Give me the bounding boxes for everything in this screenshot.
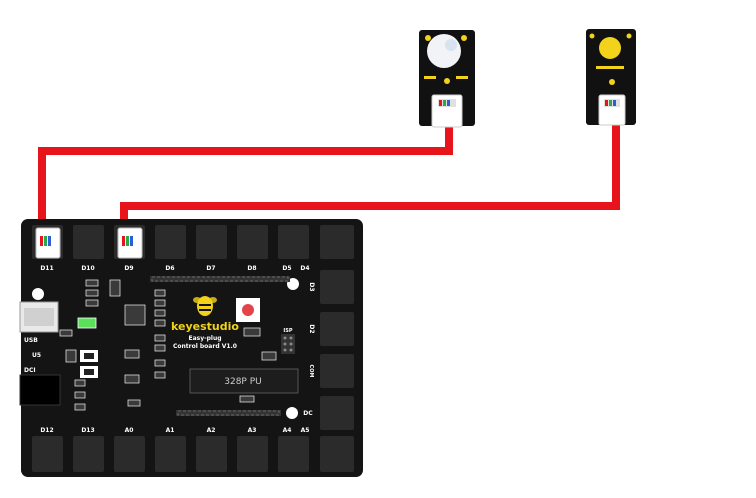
mounting-hole — [286, 407, 298, 419]
keyestudio-logo-icon — [193, 296, 217, 316]
port-label-d7: D7 — [206, 265, 215, 272]
board-labels: keyestudio Easy-plug Control board V1.0 … — [24, 265, 315, 434]
brand-label: keyestudio — [171, 320, 239, 333]
port-label-d11: D11 — [40, 265, 53, 272]
port-label-d8: D8 — [247, 265, 256, 272]
header-top — [150, 276, 290, 282]
dci-label: DCI — [24, 367, 36, 374]
isp-header — [281, 334, 295, 354]
right-ports — [320, 270, 354, 430]
port-label-a3: A3 — [248, 427, 257, 434]
usb-connector — [19, 301, 59, 333]
regulators — [80, 350, 98, 378]
port-label-d6: D6 — [165, 265, 174, 272]
port-label-d3: D3 — [308, 282, 315, 291]
sensor-module-left — [419, 30, 475, 128]
port-label-a5: A5 — [301, 427, 310, 434]
port-label-dc: DC — [303, 410, 313, 417]
mounting-hole — [32, 288, 44, 300]
dc-jack — [19, 374, 61, 406]
port-label-d5: D5 — [282, 265, 291, 272]
port-label-a1: A1 — [166, 427, 175, 434]
chip-label: 328P PU — [224, 377, 261, 387]
isp-label: ISP — [283, 328, 292, 334]
connector-d11 — [35, 227, 61, 259]
reset-button — [236, 298, 260, 322]
atmega-chip — [189, 368, 299, 394]
port-label-a0: A0 — [125, 427, 134, 434]
wire-right — [120, 106, 620, 232]
port-label-a4: A4 — [283, 427, 292, 434]
port-label-d9: D9 — [124, 265, 133, 272]
port-label-a2: A2 — [207, 427, 216, 434]
control-board — [19, 219, 363, 477]
usb-label: USB — [24, 337, 38, 344]
port-label-com: COM — [308, 365, 314, 378]
connector-d9 — [117, 227, 143, 259]
bottom-ports — [32, 436, 354, 472]
header-bottom — [176, 410, 281, 416]
u5-label: U5 — [32, 352, 41, 359]
port-label-d2: D2 — [308, 324, 315, 333]
port-label-d12: D12 — [40, 427, 53, 434]
port-label-d10: D10 — [81, 265, 94, 272]
smd-components — [59, 279, 277, 411]
board-subtitle-1: Easy-plug — [188, 335, 221, 342]
board-subtitle-2: Control board V1.0 — [173, 343, 237, 350]
port-label-d4: D4 — [300, 265, 309, 272]
port-label-d13: D13 — [81, 427, 94, 434]
button-module-right — [586, 29, 636, 126]
wire-left — [38, 106, 453, 232]
led-green — [77, 317, 97, 329]
